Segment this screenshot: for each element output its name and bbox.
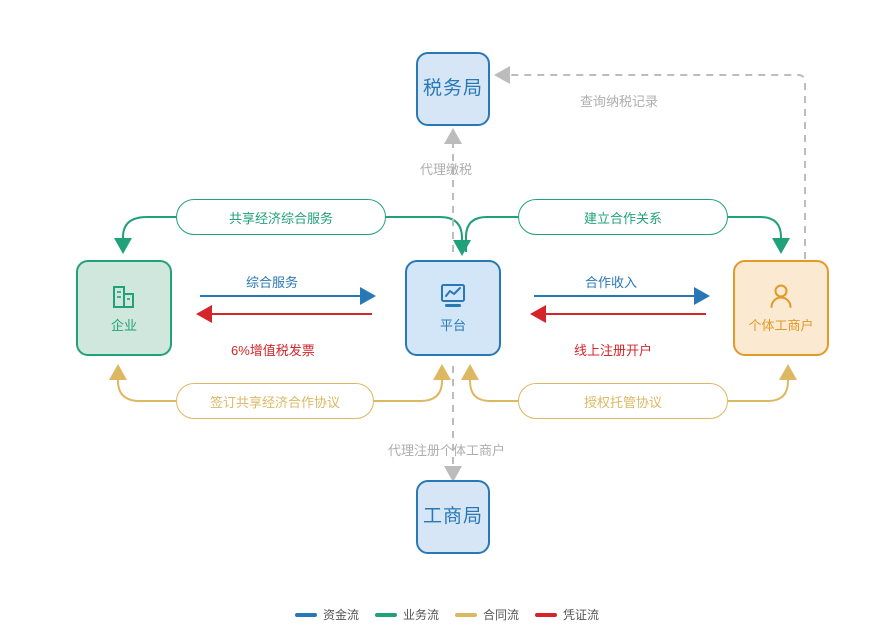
pill-custody-agreement[interactable]: 授权托管协议 (518, 383, 728, 419)
node-commerce-bureau-label: 工商局 (422, 506, 483, 528)
label-online-registration: 线上注册开户 (574, 343, 653, 358)
building-icon (109, 282, 139, 312)
label-comprehensive-service: 综合服务 (246, 275, 299, 290)
node-enterprise-label: 企业 (110, 318, 137, 334)
wire-business-enterprise (114, 216, 471, 256)
legend-item: 凭证流 (535, 606, 599, 623)
label-agent-tax-payment: 代理缴税 (420, 162, 473, 177)
node-platform-label: 平台 (439, 318, 466, 334)
legend-label-contract-flow: 合同流 (483, 608, 520, 622)
monitor-chart-icon (437, 282, 469, 312)
node-commerce-bureau[interactable]: 工商局 (416, 480, 490, 554)
legend-label-fund-flow: 资金流 (322, 608, 359, 622)
wire-contract-merchant (461, 364, 797, 402)
pill-partnership-label: 建立合作关系 (583, 210, 662, 226)
label-vat-invoice: 6%增值税发票 (231, 343, 315, 358)
legend-item: 资金流 (294, 606, 359, 623)
node-merchant[interactable]: 个体工商户 (733, 260, 829, 356)
wire-contract-enterprise (109, 364, 451, 402)
node-platform[interactable]: 平台 (405, 260, 501, 356)
node-enterprise[interactable]: 企业 (76, 260, 172, 356)
legend-item: 合同流 (455, 606, 519, 623)
label-cooperation-income: 合作收入 (585, 275, 638, 290)
legend-swatch-fund-flow (294, 612, 317, 617)
legend-swatch-voucher-flow (535, 612, 558, 617)
legend-label-voucher-flow: 凭证流 (563, 608, 600, 622)
legend-label-business-flow: 业务流 (402, 608, 439, 622)
pill-shared-service-label: 共享经济综合服务 (228, 210, 333, 226)
pill-sign-agreement[interactable]: 签订共享经济合作协议 (176, 383, 374, 419)
label-agent-registration: 代理注册个体工商户 (388, 443, 506, 458)
legend: 资金流 业务流 合同流 凭证流 (0, 606, 894, 623)
node-merchant-label: 个体工商户 (748, 318, 814, 334)
legend-item: 业务流 (374, 606, 439, 623)
pill-custody-agreement-label: 授权托管协议 (583, 394, 662, 410)
pill-sign-agreement-label: 签订共享经济合作协议 (209, 394, 340, 410)
wire-query-tax-records (494, 66, 806, 259)
pill-partnership[interactable]: 建立合作关系 (518, 199, 728, 235)
node-tax-bureau[interactable]: 税务局 (416, 52, 490, 126)
node-tax-bureau-label: 税务局 (422, 78, 483, 100)
legend-swatch-business-flow (374, 612, 397, 617)
label-query-tax-records: 查询纳税记录 (580, 94, 659, 109)
wire-business-merchant (465, 216, 790, 254)
pill-shared-service[interactable]: 共享经济综合服务 (176, 199, 386, 235)
person-icon (766, 282, 796, 312)
legend-swatch-contract-flow (455, 612, 477, 617)
